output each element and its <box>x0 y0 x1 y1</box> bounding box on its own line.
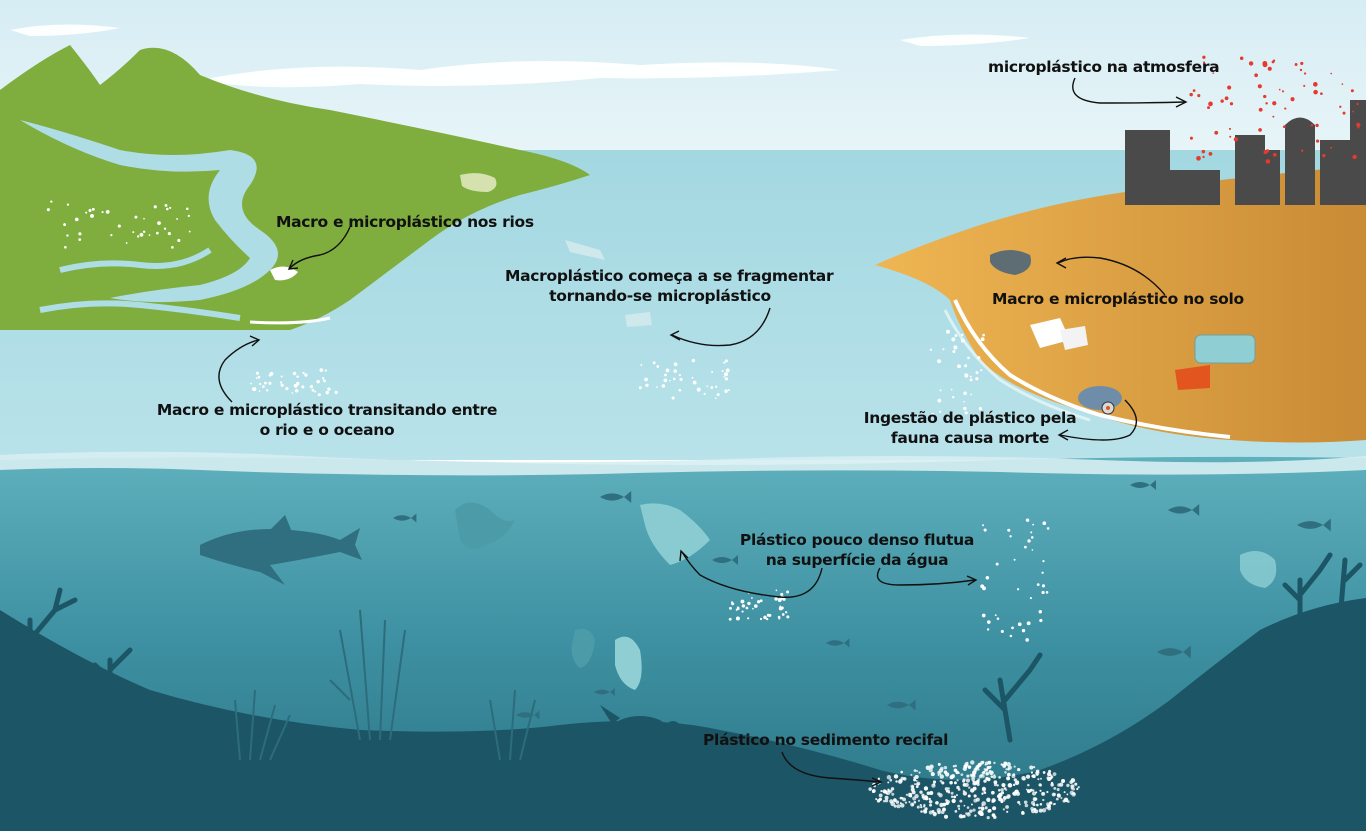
label-floating-line2: na superfície da água <box>765 551 949 569</box>
label-transit-line1: Macro e microplástico transitando entre <box>156 401 498 419</box>
dolphin-icon <box>200 515 362 585</box>
label-fragmentation-line2: tornando-se microplástico <box>549 287 771 305</box>
plastic-bag-icon <box>455 502 1277 690</box>
sand-land <box>875 165 1366 443</box>
shore-foam-left <box>249 316 331 325</box>
label-sediment-text: Plástico no sedimento recifal <box>703 731 949 749</box>
clouds <box>10 24 1030 88</box>
waterline <box>0 451 1366 476</box>
coral-icon <box>7 552 1363 743</box>
label-floating-line1: Plástico pouco denso flutua <box>739 531 975 549</box>
city-icon <box>1125 100 1366 205</box>
label-atmosphere: microplástico na atmosfera <box>988 57 1220 77</box>
river-branch <box>39 247 241 321</box>
label-rivers-text: Macro e microplástico nos rios <box>276 213 534 231</box>
turtle-icon <box>600 705 680 755</box>
label-ingestion-line2: fauna causa morte <box>890 429 1050 447</box>
sediment-microplastic <box>868 760 1080 820</box>
green-land <box>0 45 590 330</box>
label-soil: Macro e microplástico no solo <box>992 289 1244 309</box>
shore-foam-right <box>953 299 1231 439</box>
label-rivers: Macro e microplástico nos rios <box>276 212 534 232</box>
river <box>20 120 278 303</box>
surface-microplastic <box>46 200 1050 642</box>
annotation-arrows <box>218 77 1188 787</box>
seafloor <box>0 598 1366 831</box>
atmosphere-microplastic <box>1189 55 1361 164</box>
label-sediment: Plástico no sedimento recifal <box>703 730 948 750</box>
coral-thin <box>234 609 536 761</box>
dead-bird-icon <box>1078 386 1122 415</box>
label-fragmentation-line1: Macroplástico começa a se fragmentar <box>505 267 834 285</box>
land-debris <box>270 173 1256 390</box>
label-fragmentation: Macroplástico começa a se fragmentar tor… <box>505 266 834 306</box>
label-transit-line2: o rio e o oceano <box>259 421 395 439</box>
label-ingestion-line1: Ingestão de plástico pela <box>863 409 1077 427</box>
label-atmosphere-text: microplástico na atmosfera <box>988 58 1220 76</box>
label-transit: Macro e microplástico transitando entre … <box>152 400 502 440</box>
label-ingestion: Ingestão de plástico pela fauna causa mo… <box>860 408 1080 448</box>
label-soil-text: Macro e microplástico no solo <box>992 290 1244 308</box>
label-floating: Plástico pouco denso flutua na superfíci… <box>722 530 992 570</box>
fish-icon <box>393 480 1331 720</box>
